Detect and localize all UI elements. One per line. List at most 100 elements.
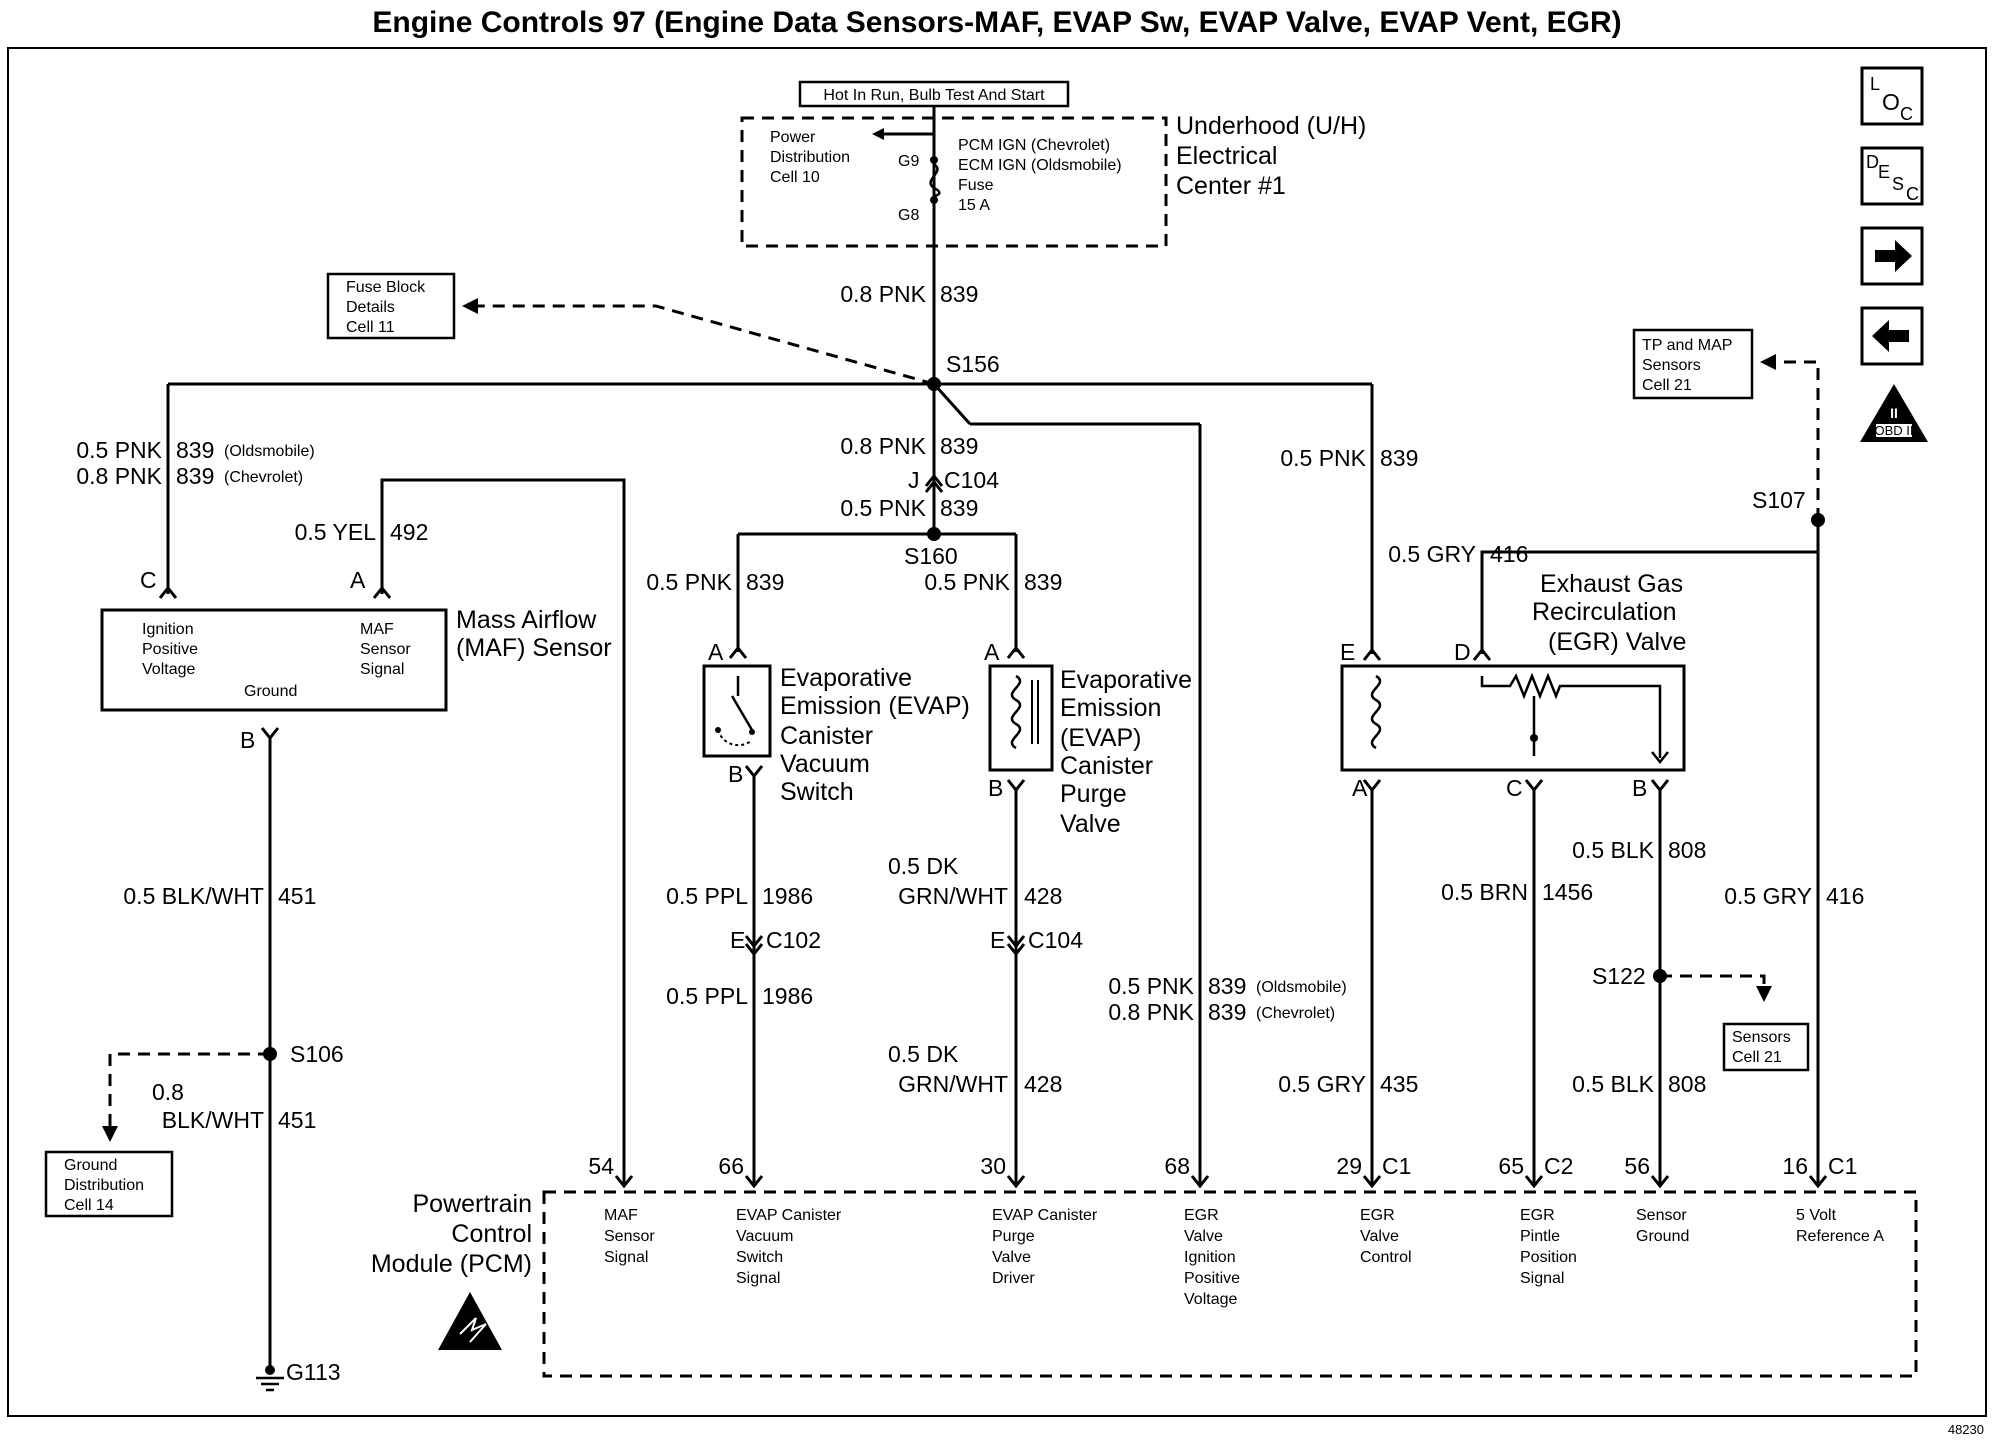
desc-letter: D: [1866, 152, 1879, 172]
wire-label: GRN/WHT: [898, 883, 1008, 909]
connector-label: E: [990, 927, 1005, 953]
wire-label: 435: [1380, 1071, 1418, 1097]
loc-letter: C: [1900, 104, 1913, 124]
evap-sw-pin: A: [708, 639, 724, 665]
pcm-name: Control: [451, 1220, 532, 1248]
ref-label: Sensors: [1642, 357, 1701, 374]
wire-label: 839: [1024, 569, 1062, 595]
evap-sw-name: Vacuum: [780, 750, 870, 778]
pcm-pin-description: Signal: [1520, 1270, 1564, 1287]
uh-center-name: Center #1: [1176, 172, 1286, 200]
s160-splice: [927, 527, 941, 541]
ref-label: Cell 21: [1642, 377, 1692, 394]
obd-ii-icon: OBD II II: [1860, 384, 1928, 442]
sensors-ref[interactable]: Sensors Cell 21: [1722, 1022, 1810, 1072]
loc-button[interactable]: L O C: [1860, 66, 1924, 126]
fuse-label: ECM IGN (Oldsmobile): [958, 157, 1122, 174]
pcm-pin-description: Sensor: [604, 1228, 655, 1245]
maf-text: Ignition: [142, 621, 194, 638]
ref-label: Cell 14: [64, 1197, 114, 1214]
wire-label: 0.5 GRY: [1724, 883, 1812, 909]
tp-map-ref[interactable]: TP and MAP Sensors Cell 21: [1632, 328, 1754, 400]
fuse-block-leader: [474, 304, 935, 386]
hot-in-run-label: Hot In Run, Bulb Test And Start: [823, 87, 1045, 104]
egr-pin: B: [1632, 775, 1647, 801]
egr-internal-icon: [1370, 672, 1669, 765]
evap-pv-name: Canister: [1060, 752, 1153, 780]
purge-valve-box: [988, 664, 1054, 772]
connector-label: C104: [1028, 927, 1083, 953]
maf-pin-label: B: [240, 727, 255, 753]
wire-label: 0.8: [152, 1079, 184, 1105]
pcm-pin-description: Voltage: [1184, 1291, 1237, 1308]
s156-label: S156: [946, 351, 1000, 377]
pcm-pin-arrow: [614, 1175, 634, 1189]
maf-text: Sensor: [360, 641, 411, 658]
maf-name: Mass Airflow: [456, 606, 597, 634]
wire-label: 1456: [1542, 879, 1593, 905]
pcm-connector-label: C1: [1828, 1153, 1857, 1179]
left-arrow-icon: [1872, 320, 1909, 352]
wire-label: 428: [1024, 1071, 1062, 1097]
wire-label: 416: [1826, 883, 1864, 909]
wire-label: 451: [278, 1107, 316, 1133]
evap-pv-name: (EVAP): [1060, 724, 1142, 752]
pcm-pin-number: 29: [1336, 1153, 1362, 1179]
wire-label: 839: [176, 437, 214, 463]
fuse-block-ref[interactable]: Fuse Block Details Cell 11: [326, 272, 456, 340]
s122-label: S122: [1592, 963, 1646, 989]
wire-label: 839: [940, 495, 978, 521]
wire-label: 839: [940, 433, 978, 459]
pcm-pin-arrow: [1650, 1175, 1670, 1189]
ref-label: Distribution: [64, 1177, 144, 1194]
wire-label: GRN/WHT: [898, 1071, 1008, 1097]
diagram-frame: [7, 47, 1987, 1417]
uh-center-name: Electrical: [1176, 142, 1277, 170]
pcm-pin-description: EGR: [1360, 1207, 1395, 1224]
wire-label: 0.5 DK: [888, 853, 959, 879]
pcm-pin-number: 56: [1624, 1153, 1650, 1179]
wire-label: 0.5 GRY: [1278, 1071, 1366, 1097]
pcm-pin-arrow: [1524, 1175, 1544, 1189]
wire-label: 0.5 PPL: [666, 883, 748, 909]
egr-pin: A: [1352, 775, 1368, 801]
evap-pv-name: Purge: [1060, 780, 1127, 808]
maf-pin-label: C: [140, 567, 157, 593]
pcm-pin-description: Control: [1360, 1249, 1412, 1266]
pcm-pin-number: 30: [980, 1153, 1006, 1179]
pcm-pin-description: EVAP Canister: [736, 1207, 842, 1224]
wire-label: 839: [940, 281, 978, 307]
maf-text: Voltage: [142, 661, 195, 678]
ground-distribution-ref[interactable]: Ground Distribution Cell 14: [44, 1150, 174, 1218]
next-arrow-button[interactable]: [1860, 226, 1924, 286]
prev-arrow-button[interactable]: [1860, 306, 1924, 366]
connector-label: C104: [944, 467, 999, 493]
desc-button[interactable]: D E S C: [1860, 146, 1924, 206]
connector-label: E: [730, 927, 745, 953]
ref-label: Details: [346, 299, 395, 316]
pcm-pin-description: Switch: [736, 1249, 783, 1266]
pcm-box: [542, 1190, 1918, 1378]
g8-label: G8: [898, 207, 919, 224]
wire-label: 839: [1380, 445, 1418, 471]
pcm-pin-description: Pintle: [1520, 1228, 1560, 1245]
esd-warning-icon: [438, 1292, 502, 1350]
fuse-label: Fuse: [958, 177, 994, 194]
pcm-pin-arrow: [1362, 1175, 1382, 1189]
wire-label: (Chevrolet): [224, 469, 303, 486]
loc-letter: O: [1882, 89, 1900, 115]
pcm-pin-description: EGR: [1520, 1207, 1555, 1224]
pcm-connector-label: C2: [1544, 1153, 1573, 1179]
fuse-label: 15 A: [958, 197, 990, 214]
maf-pin-label: A: [350, 567, 366, 593]
wire-label: 451: [278, 883, 316, 909]
wire-label: 0.5 BLK/WHT: [123, 883, 264, 909]
desc-letter: C: [1906, 184, 1919, 204]
ref-label: Sensors: [1732, 1029, 1791, 1046]
pcm-pin-description: Driver: [992, 1270, 1035, 1287]
ref-label: Cell 21: [1732, 1049, 1782, 1066]
wire-label: 839: [1208, 999, 1246, 1025]
egr-name: (EGR) Valve: [1548, 628, 1686, 656]
pcm-pin-arrow: [1190, 1175, 1210, 1189]
